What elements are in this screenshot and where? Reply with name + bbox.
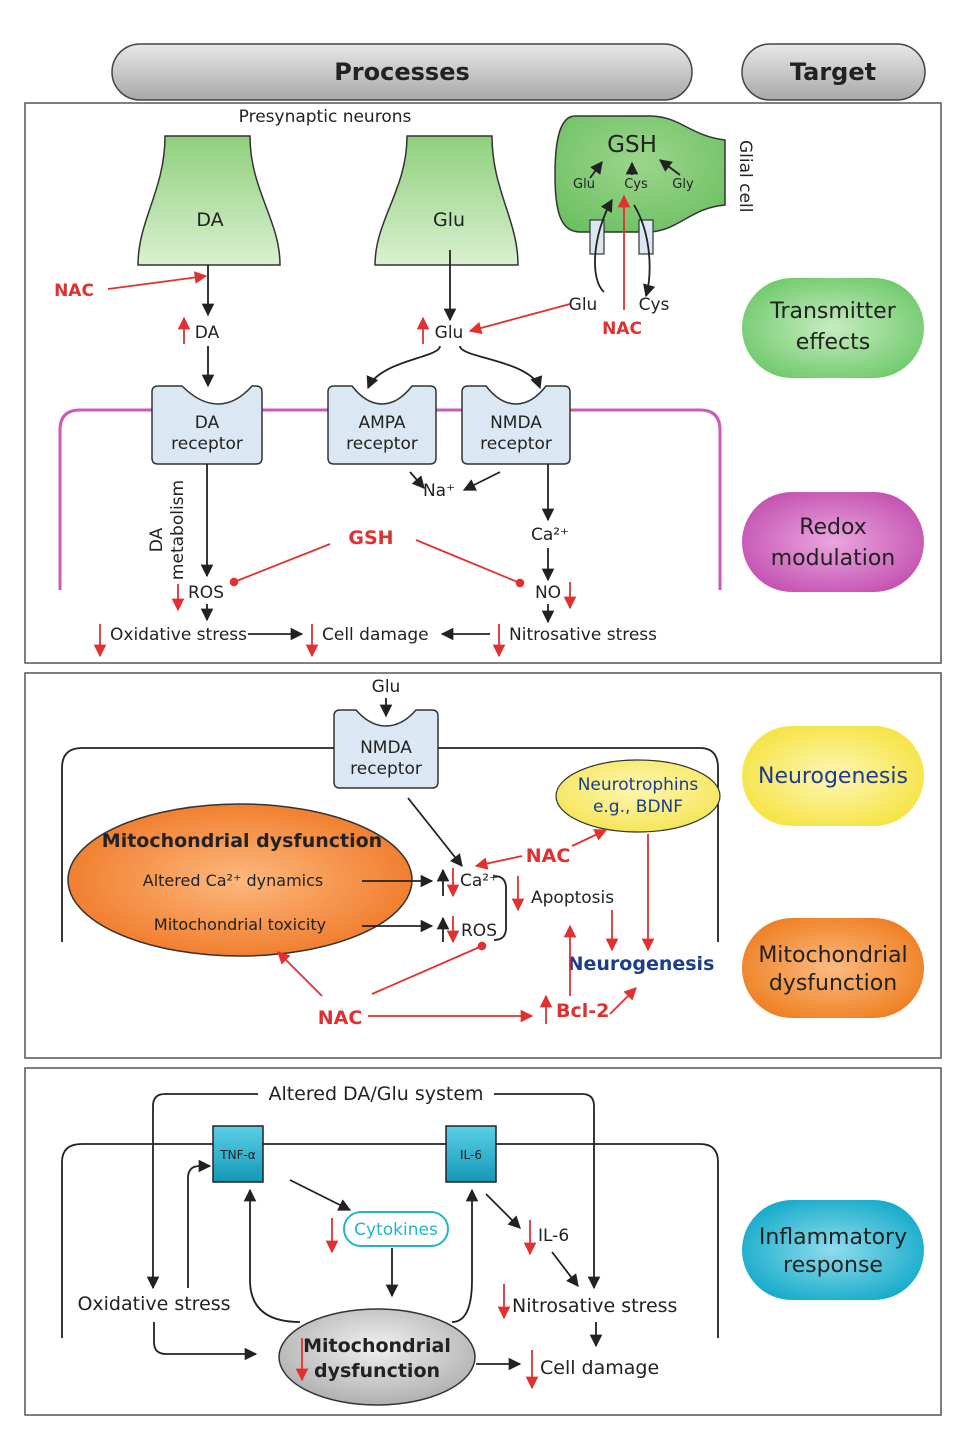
target-inflammatory-line1: Inflammatory [759,1225,907,1250]
p3-mitochondrial-dysfunction: Mitochondrial dysfunction [278,1308,476,1406]
da-metabolism-line1: DA [147,527,167,552]
apoptosis-label: Apoptosis [531,888,614,908]
nitrosative-stress-label: Nitrosative stress [509,625,657,645]
panel-neurogenesis-mitochondria [24,672,942,1059]
glial-cell: GSH Glu Cys Gly Glial cell [554,115,755,255]
neurotrophins-line1: Neurotrophins [578,775,699,795]
processes-header-label: Processes [334,58,470,86]
mito-toxicity-label: Mitochondrial toxicity [154,915,326,934]
nac-glial-label: NAC [602,319,642,339]
target-mito-line2: dysfunction [769,971,897,996]
target-neurogenesis: Neurogenesis [742,726,924,826]
il6-box-label: IL-6 [460,1148,482,1162]
cytokines-pill: Cytokines [343,1211,449,1247]
target-redox-line1: Redox [799,515,867,540]
target-mito-line1: Mitochondrial [758,943,907,968]
target-header-label: Target [790,58,876,86]
altered-ca-label: Altered Ca²⁺ dynamics [143,871,323,890]
glial-gly-label: Gly [672,177,694,192]
p2-nmda-receptor: NMDA receptor [333,709,439,789]
p3-mito-line2: dysfunction [314,1360,440,1382]
p3-nitrosative-stress-label: Nitrosative stress [512,1295,677,1317]
target-inflammatory-line2: response [783,1253,883,1278]
ampa-receptor: AMPA receptor [327,385,437,465]
oxidative-stress-label: Oxidative stress [110,625,247,645]
cytokines-label: Cytokines [354,1220,438,1240]
sodium-ion-label: Na⁺ [423,481,455,501]
panel-transmitter-redox [24,102,942,664]
target-header: Target [741,43,926,101]
nac-bottom-label: NAC [318,1007,363,1029]
glu-presynaptic-neuron: Glu [374,135,519,266]
neurogenesis-label: Neurogenesis [568,953,715,975]
altered-system-label: Altered DA/Glu system [268,1083,483,1105]
neurotrophins-ellipse: Neurotrophins e.g., BDNF [555,759,721,833]
p3-cell-damage-label: Cell damage [540,1357,659,1379]
nmda-receptor-line1: NMDA [490,413,542,433]
glial-cys-label: Cys [624,177,648,192]
da-receptor-line2: receptor [171,434,243,454]
glu-neuron-label: Glu [433,209,465,231]
p2-cell-membrane [61,747,719,942]
calcium-ion-label: Ca²⁺ [531,525,569,545]
p3-mito-line1: Mitochondrial [303,1335,451,1357]
il6-label: IL-6 [538,1226,569,1246]
glial-cell-label: Glial cell [735,140,755,212]
p2-ros-label: ROS [461,921,497,941]
da-presynaptic-neuron: DA [137,135,281,266]
target-transmitter-effects: Transmitter effects [742,278,924,378]
nac-da-label: NAC [54,281,94,301]
processes-header: Processes [111,43,693,101]
da-released-label: DA [195,323,220,343]
neurotrophins-line2: e.g., BDNF [593,797,683,817]
glu-released-label: Glu [435,323,464,343]
no-label: NO [535,583,561,603]
target-inflammatory-response: Inflammatory response [742,1200,924,1300]
glial-cys-in-label: Cys [639,295,670,315]
tnf-alpha-label: TNF-α [219,1148,256,1162]
cell-damage-label: Cell damage [322,625,429,645]
p2-calcium-label: Ca²⁺ [460,871,498,891]
target-redox-modulation: Redox modulation [742,492,924,592]
da-receptor: DA receptor [151,385,263,465]
mito-title-label: Mitochondrial dysfunction [102,830,382,852]
da-metabolism-line2: metabolism [168,480,188,580]
p2-glu-label: Glu [372,677,401,697]
target-transmitter-line1: Transmitter [769,299,896,324]
p2-nmda-line2: receptor [350,759,422,779]
glial-glu-label: Glu [573,177,595,192]
da-receptor-line1: DA [195,413,220,433]
target-neurogenesis-line1: Neurogenesis [758,764,908,789]
bcl2-label: Bcl-2 [556,1000,609,1022]
mitochondrial-dysfunction-ellipse: Mitochondrial dysfunction Altered Ca²⁺ d… [67,803,413,957]
p2-nmda-line1: NMDA [360,738,412,758]
il6-box: IL-6 [445,1125,497,1183]
tnf-alpha-box: TNF-α [212,1125,264,1183]
p3-oxidative-stress-label: Oxidative stress [77,1293,230,1315]
gsh-label: GSH [348,527,393,549]
target-mitochondrial-dysfunction: Mitochondrial dysfunction [742,918,924,1018]
nmda-receptor: NMDA receptor [461,385,571,465]
nac-top-label: NAC [526,845,571,867]
ampa-receptor-line2: receptor [346,434,418,454]
glial-gsh-label: GSH [607,132,657,158]
p3-cell-membrane [61,1143,719,1338]
ros-label: ROS [188,583,224,603]
nmda-receptor-line2: receptor [480,434,552,454]
target-transmitter-line2: effects [796,330,870,355]
target-redox-line2: modulation [771,546,896,571]
glial-glu-out-label: Glu [569,295,598,315]
presynaptic-label: Presynaptic neurons [239,107,412,127]
ampa-receptor-line1: AMPA [358,413,405,433]
da-neuron-label: DA [196,209,223,231]
panel-inflammatory [24,1067,942,1416]
